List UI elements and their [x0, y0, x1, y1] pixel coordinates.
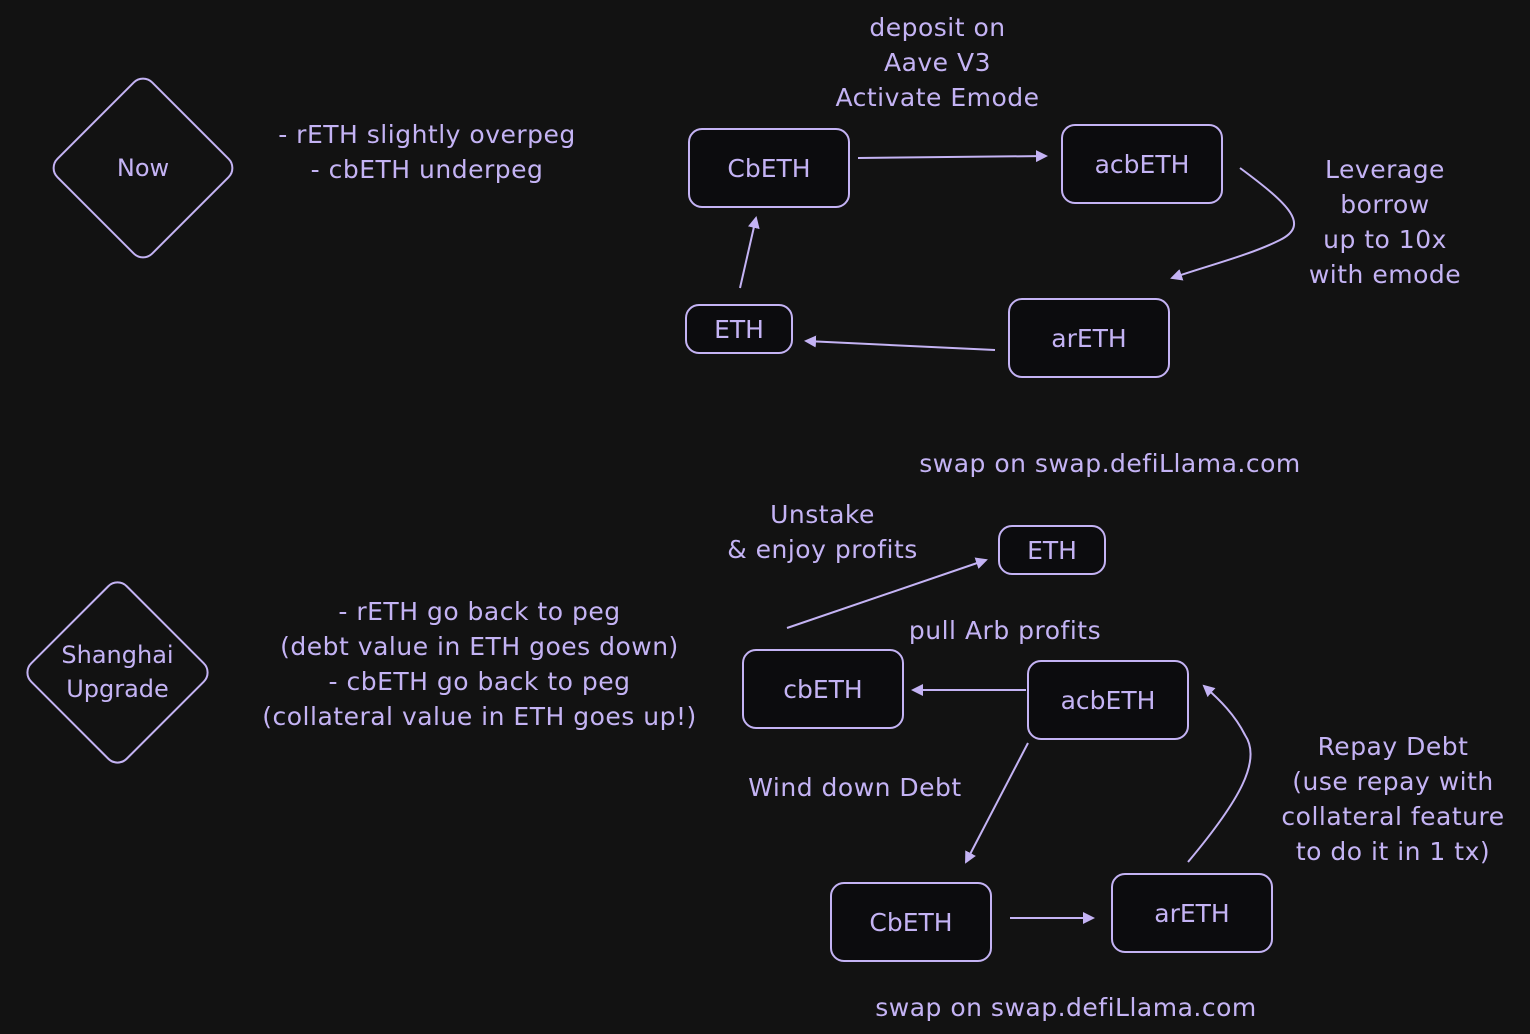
node-acbeth-shanghai[interactable]: acbETH	[1027, 660, 1189, 740]
arrow-areth-to-eth	[804, 335, 996, 351]
arrow-cbeth-to-acbeth	[857, 150, 1048, 163]
label-line: (use repay with	[1292, 767, 1494, 796]
node-eth-shanghai[interactable]: ETH	[998, 525, 1106, 575]
node-areth-bottom[interactable]: arETH	[1111, 873, 1273, 953]
phase-shanghai-line: Upgrade	[66, 675, 169, 703]
node-cbeth-shanghai[interactable]: cbETH	[742, 649, 904, 729]
label-line: borrow	[1340, 190, 1430, 219]
arrow-cbeth-to-eth-shanghai	[786, 557, 988, 629]
label-line: with emode	[1308, 260, 1462, 289]
phase-shanghai-diamond: Shanghai Upgrade	[15, 575, 220, 770]
node-areth[interactable]: arETH	[1008, 298, 1170, 378]
shanghai-notes: - rETH go back to peg (debt value in ETH…	[232, 594, 727, 734]
label-line: to do it in 1 tx)	[1295, 837, 1491, 866]
note-line: - cbETH underpeg	[310, 155, 544, 184]
label-line: deposit on	[869, 13, 1006, 42]
label-line: Repay Debt	[1317, 732, 1469, 761]
label-line: & enjoy profits	[727, 535, 918, 564]
swap-label-top: swap on swap.defiLlama.com	[919, 449, 1301, 478]
node-acbeth[interactable]: acbETH	[1061, 124, 1223, 204]
wind-down-label: Wind down Debt	[748, 773, 962, 802]
node-cbeth[interactable]: CbETH	[688, 128, 850, 208]
arrow-eth-to-cbeth	[739, 216, 760, 289]
phase-shanghai-text: Shanghai Upgrade	[15, 576, 220, 768]
label-line: Aave V3	[883, 48, 992, 77]
phase-shanghai-line: Shanghai	[61, 641, 174, 669]
node-cbeth-bottom[interactable]: CbETH	[830, 882, 992, 962]
arrow-acbeth-to-cbeth-bottom	[965, 742, 1029, 864]
phase-now-diamond: Now	[42, 71, 244, 265]
now-notes: - rETH slightly overpeg - cbETH underpeg	[262, 117, 592, 187]
note-line: (collateral value in ETH goes up!)	[262, 702, 697, 731]
node-eth[interactable]: ETH	[685, 304, 793, 354]
arrow-acbeth-to-areth	[1170, 167, 1296, 281]
note-line: - rETH slightly overpeg	[278, 120, 576, 149]
pull-label: pull Arb profits	[908, 616, 1102, 645]
note-line: - rETH go back to peg	[338, 597, 621, 626]
label-line: up to 10x	[1323, 225, 1447, 254]
unstake-label: Unstake & enjoy profits	[705, 497, 940, 567]
note-line: - cbETH go back to peg	[328, 667, 631, 696]
label-line: Leverage	[1325, 155, 1445, 184]
deposit-label: deposit on Aave V3 Activate Emode	[815, 10, 1060, 115]
repay-label: Repay Debt (use repay with collateral fe…	[1262, 729, 1524, 869]
label-line: collateral feature	[1281, 802, 1505, 831]
note-line: (debt value in ETH goes down)	[280, 632, 679, 661]
label-line: Unstake	[770, 500, 875, 529]
swap-label-bottom: swap on swap.defiLlama.com	[875, 993, 1257, 1022]
leverage-label: Leverage borrow up to 10x with emode	[1300, 152, 1470, 292]
label-line: Activate Emode	[835, 83, 1040, 112]
phase-now-label: Now	[116, 154, 170, 182]
arrow-areth-to-acbeth	[1187, 684, 1252, 863]
